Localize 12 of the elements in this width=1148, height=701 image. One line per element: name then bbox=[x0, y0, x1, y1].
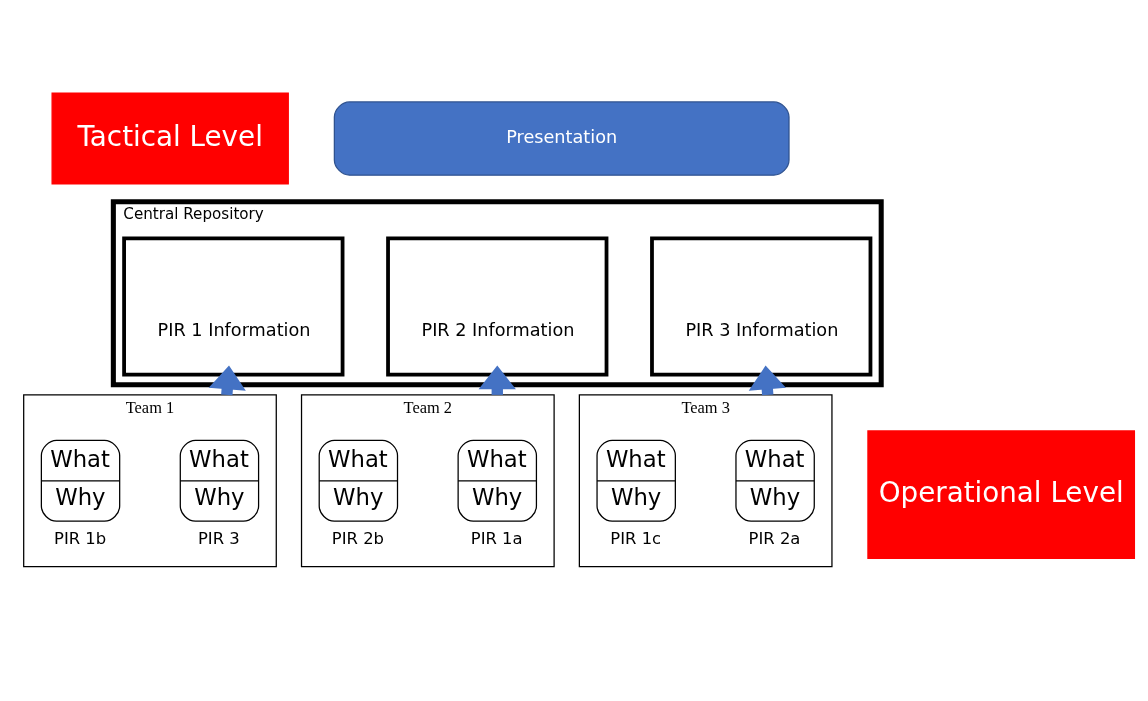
node-label: PIR 2a bbox=[748, 529, 801, 549]
node-label: PIR 1c bbox=[610, 529, 662, 549]
node-box: PIR 3 Information bbox=[650, 236, 873, 377]
node-label: PIR 1a bbox=[470, 529, 523, 549]
node-box: PIR 2 Information bbox=[386, 236, 609, 377]
node-label: PIR 1b bbox=[54, 529, 107, 549]
node-label: PIR 2b bbox=[331, 529, 385, 549]
node-box: PIR 1 Information bbox=[122, 236, 345, 377]
node-box: Tactical Level bbox=[51, 92, 289, 185]
node-box: Operational Level bbox=[867, 430, 1136, 560]
node-box: Presentation bbox=[333, 101, 790, 176]
node-label: PIR 3 bbox=[197, 529, 240, 549]
